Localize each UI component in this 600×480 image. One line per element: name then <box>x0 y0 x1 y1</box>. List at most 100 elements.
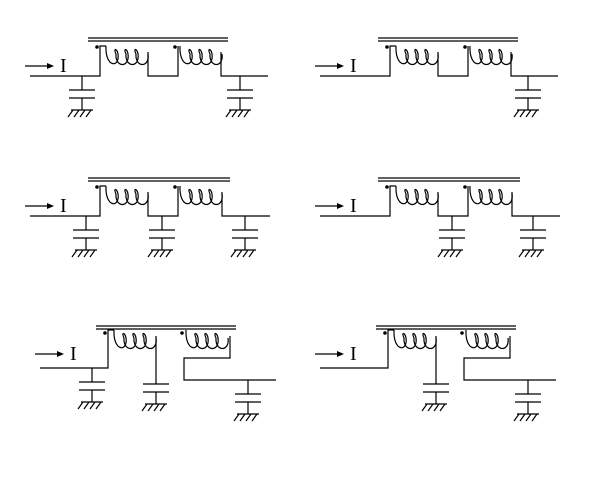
coil-winding <box>105 185 149 206</box>
ground-hatch <box>67 109 74 118</box>
shunt-capacitor <box>233 380 261 422</box>
ground-hatch <box>421 403 428 412</box>
polarity-dot <box>95 45 99 49</box>
shunt-capacitor <box>437 216 465 258</box>
ground-hatch <box>225 109 232 118</box>
ground-hatch <box>239 413 246 422</box>
ground-hatch <box>245 413 252 422</box>
input-wire <box>30 185 106 217</box>
coil-primary <box>395 45 439 66</box>
polarity-dot <box>460 331 464 335</box>
ground-hatch <box>242 249 249 258</box>
shunt-capacitor <box>71 216 99 258</box>
ground-hatch <box>437 249 444 258</box>
coil-secondary <box>179 45 223 66</box>
panel-2: I <box>315 37 558 118</box>
arrow-head <box>57 351 64 357</box>
ground-hatch <box>519 109 526 118</box>
ground-hatch <box>439 403 446 412</box>
ground-hatch <box>524 249 531 258</box>
coil-winding <box>469 185 513 206</box>
current-arrow: I <box>25 55 67 77</box>
coil-winding <box>395 185 439 206</box>
shunt-capacitor <box>518 216 546 258</box>
polarity-dot <box>383 331 387 335</box>
polarity-dot <box>385 45 389 49</box>
ground-hatch <box>95 401 102 410</box>
ground-hatch <box>248 249 255 258</box>
series-link <box>437 186 469 217</box>
ground-hatch <box>237 109 244 118</box>
shunt-capacitor <box>67 76 95 118</box>
ground-hatch <box>443 249 450 258</box>
ground-hatch <box>236 249 243 258</box>
current-label: I <box>350 55 357 77</box>
coil-primary <box>105 45 149 66</box>
ground-hatch <box>513 413 520 422</box>
ground-hatch <box>147 403 154 412</box>
ground-hatch <box>147 249 154 258</box>
coil-winding <box>185 329 229 350</box>
current-label: I <box>60 55 67 77</box>
coil-primary <box>113 329 157 350</box>
output-wire <box>511 192 560 217</box>
output-wire <box>510 52 558 77</box>
coil-winding <box>469 45 513 66</box>
shunt-capacitor <box>230 216 258 258</box>
ground-hatch <box>530 249 537 258</box>
arrow-head <box>337 351 344 357</box>
polarity-dot <box>173 185 177 189</box>
ground-hatch <box>73 109 80 118</box>
ground-hatch <box>77 249 84 258</box>
ground-hatch <box>251 413 258 422</box>
current-arrow: I <box>315 343 357 365</box>
arrow-head <box>47 63 54 69</box>
coil-winding <box>465 329 509 350</box>
polarity-dot <box>463 185 467 189</box>
current-arrow: I <box>315 55 357 77</box>
ground-hatch <box>159 403 166 412</box>
input-wire <box>320 329 394 369</box>
output-wire <box>221 192 270 217</box>
ground-hatch <box>83 249 90 258</box>
current-label: I <box>350 195 357 217</box>
ground-hatch <box>433 403 440 412</box>
ground-hatch <box>243 109 250 118</box>
polarity-dot <box>180 331 184 335</box>
panel-1: I <box>25 37 268 118</box>
coil-secondary <box>469 45 513 66</box>
arrow-head <box>337 203 344 209</box>
ground-hatch <box>89 401 96 410</box>
series-link <box>147 46 179 77</box>
ground-hatch <box>233 413 240 422</box>
coil-secondary <box>465 329 509 350</box>
output-wire <box>220 52 268 77</box>
polarity-dot <box>463 45 467 49</box>
return-wire <box>463 336 556 381</box>
current-label: I <box>60 195 67 217</box>
ground-hatch <box>519 413 526 422</box>
ground-hatch <box>525 109 532 118</box>
coil-winding <box>113 329 157 350</box>
shunt-capacitor <box>77 368 105 410</box>
ground-hatch <box>89 249 96 258</box>
input-wire <box>320 185 396 217</box>
ground-hatch <box>79 109 86 118</box>
coil-secondary <box>185 329 229 350</box>
coil-primary <box>395 185 439 206</box>
ground-hatch <box>153 403 160 412</box>
polarity-dot <box>385 185 389 189</box>
ground-hatch <box>230 249 237 258</box>
ground-hatch <box>231 109 238 118</box>
shunt-capacitor <box>225 76 253 118</box>
coil-winding <box>179 45 223 66</box>
coil-winding <box>395 45 439 66</box>
coil-winding <box>179 185 223 206</box>
ground-hatch <box>513 109 520 118</box>
coil-primary <box>105 185 149 206</box>
polarity-dot <box>95 185 99 189</box>
arrow-head <box>337 63 344 69</box>
coil-secondary <box>469 185 513 206</box>
ground-hatch <box>85 109 92 118</box>
